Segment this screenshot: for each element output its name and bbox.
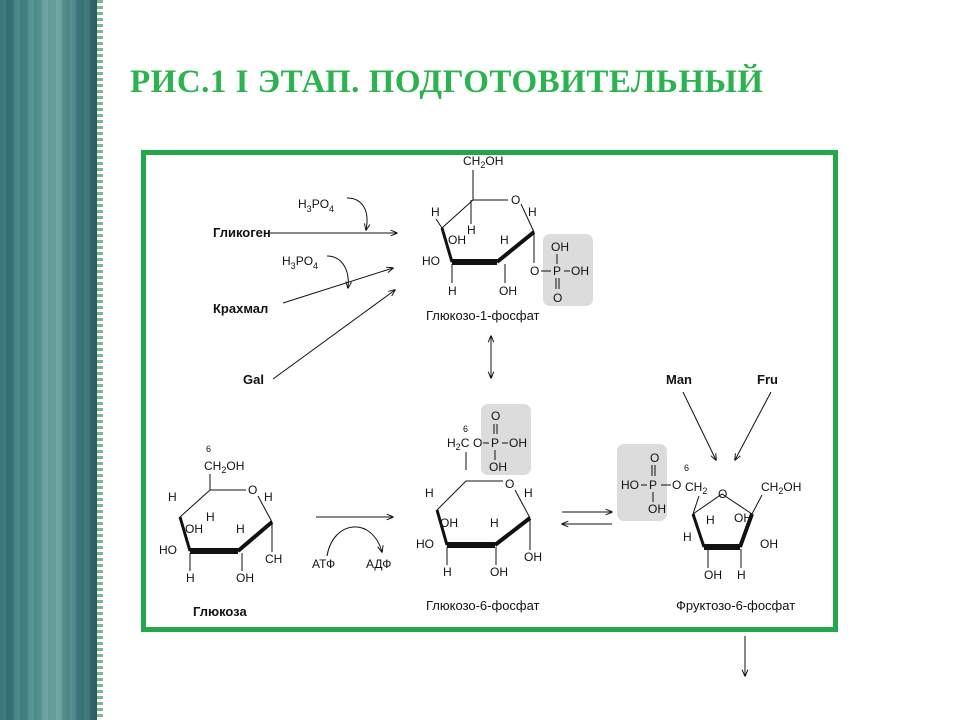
glycogen-label: Гликоген [213, 225, 271, 240]
svg-text:HO: HO [159, 543, 177, 557]
svg-text:H: H [490, 516, 499, 530]
glucose-1-phosphate-structure: CH2OH O H H OH HO H H OH H O OH P OH O Г… [422, 154, 593, 323]
svg-text:H: H [524, 486, 533, 500]
fructose-6-phosphate-structure: O HO P OH O 6 CH2 O CH2OH H H OH OH OH H… [617, 444, 801, 613]
f6p-phosphate-box [617, 444, 667, 521]
svg-text:HO: HO [621, 478, 639, 492]
svg-text:H: H [236, 522, 245, 536]
svg-text:H: H [448, 284, 457, 298]
svg-text:HO: HO [422, 254, 440, 268]
svg-text:O: O [511, 193, 520, 207]
svg-text:OH: OH [440, 516, 458, 530]
svg-text:HO: HO [416, 537, 434, 551]
svg-text:H: H [186, 571, 195, 585]
fru-arrow [735, 391, 772, 460]
svg-text:H: H [431, 205, 440, 219]
f6p-ch2: CH2 [685, 480, 707, 496]
svg-text:P: P [491, 436, 499, 450]
svg-text:O: O [650, 451, 659, 465]
svg-text:OH: OH [509, 436, 527, 450]
svg-text:H: H [206, 510, 215, 524]
man-arrow [682, 391, 716, 460]
svg-text:OH: OH [648, 502, 666, 516]
g6p-caption: Глюкозо-6-фосфат [426, 598, 540, 613]
svg-text:O: O [248, 483, 257, 497]
starch-arrow [282, 268, 393, 304]
svg-text:OH: OH [760, 537, 778, 551]
svg-text:H: H [737, 568, 746, 582]
slide-title: РИС.1 I ЭТАП. ПОДГОТОВИТЕЛЬНЫЙ [130, 64, 764, 100]
svg-text:H: H [706, 513, 715, 527]
svg-text:O: O [491, 409, 500, 423]
h3po4-arrow-2 [326, 255, 348, 288]
fru-label: Fru [757, 372, 778, 387]
svg-text:O: O [530, 264, 539, 278]
svg-text:OH: OH [734, 511, 752, 525]
svg-text:OH: OH [551, 240, 569, 254]
svg-text:H: H [264, 490, 273, 504]
gal-arrow [272, 290, 395, 380]
svg-text:P: P [553, 264, 561, 278]
g6p-phosphate-box [481, 404, 531, 475]
svg-text:OH: OH [185, 522, 203, 536]
svg-text:OH: OH [236, 571, 254, 585]
glucose-6-phosphate-structure: O 6 H2C O P OH OH O H OH HO H H OH H OH … [416, 404, 542, 613]
h3po4-label-1: H3PO4 [298, 197, 334, 214]
g1p-ch2oh: CH2OH [463, 154, 503, 170]
svg-text:6: 6 [206, 444, 211, 454]
atp-label: АТФ [312, 557, 335, 571]
svg-text:O: O [505, 477, 514, 491]
g6p-h2c: H2C [447, 436, 470, 452]
f6p-caption: Фруктозо-6-фосфат [676, 598, 795, 613]
starch-label: Крахмал [213, 301, 268, 316]
glucose-ch2oh: CH2OH [204, 459, 244, 475]
side-dotted-border [97, 0, 103, 720]
svg-text:H: H [425, 486, 434, 500]
h3po4-label-2: H3PO4 [282, 254, 318, 271]
glucose-structure: 6 CH2OH O H H OH HO H H OH H CH Глюкоза [159, 444, 282, 619]
gal-label: Gal [243, 372, 264, 387]
svg-text:O: O [718, 487, 727, 501]
man-label: Man [666, 372, 692, 387]
diagram-frame [141, 150, 838, 632]
svg-text:H: H [168, 490, 177, 504]
svg-text:O: O [553, 291, 562, 305]
atp-adp-curve [326, 526, 382, 557]
svg-text:6: 6 [684, 463, 689, 473]
side-decoration-band [0, 0, 97, 720]
svg-text:OH: OH [499, 284, 517, 298]
svg-text:OH: OH [704, 568, 722, 582]
svg-text:H: H [443, 565, 452, 579]
svg-text:OH: OH [489, 460, 507, 474]
f6p-ch2oh: CH2OH [761, 480, 801, 496]
g1p-caption: Глюкозо-1-фосфат [426, 308, 540, 323]
svg-text:CH: CH [265, 552, 282, 566]
svg-text:OH: OH [448, 233, 466, 247]
svg-text:P: P [649, 478, 657, 492]
svg-text:O: O [473, 436, 482, 450]
glucose-caption: Глюкоза [193, 604, 247, 619]
svg-text:OH: OH [571, 264, 589, 278]
svg-text:OH: OH [524, 550, 542, 564]
svg-text:H: H [500, 233, 509, 247]
svg-text:O: O [672, 478, 681, 492]
svg-text:H: H [683, 530, 692, 544]
svg-text:6: 6 [463, 424, 468, 434]
adp-label: АДФ [366, 557, 391, 571]
svg-text:OH: OH [490, 565, 508, 579]
svg-text:H: H [467, 223, 476, 237]
svg-text:H: H [528, 205, 537, 219]
h3po4-arrow-1 [346, 197, 367, 230]
